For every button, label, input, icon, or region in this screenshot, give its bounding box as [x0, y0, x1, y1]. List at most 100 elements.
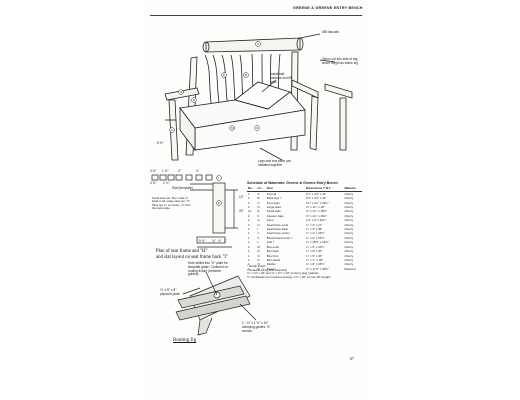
table-cell: Cherry [344, 235, 354, 240]
table-cell: ¾" x 9" x 36" [305, 253, 323, 258]
note-1: * Rough length [247, 264, 266, 268]
schedule-notes: * Rough length † Requires fitting after … [247, 264, 365, 280]
table-cell: Cherry [344, 240, 354, 245]
table-cell: ¾" x 4" x 17" [305, 222, 323, 227]
table-row: 2 P Box cleats ¾" x ¾" x 36" Cherry [247, 258, 362, 262]
table-cell: 1 [248, 231, 250, 236]
table-cell: Cherry [344, 244, 354, 249]
table-cell: ¾" x ¾" x 36" [305, 257, 324, 262]
table-cell: G [257, 218, 260, 223]
table-cell: Cherry [344, 200, 354, 205]
table-cell: 1 [248, 249, 250, 254]
schedule-table: No. Ltr. Item Dimensions T W L Material … [247, 186, 362, 271]
table-cell: Top rail [266, 191, 277, 196]
table-cell: Plywood [344, 266, 356, 271]
jig-callout-hole: Hole drilled into "H" plate for template… [188, 261, 229, 277]
frame-dim-4: 4" [196, 169, 199, 173]
col-ltr: Ltr. [256, 186, 266, 192]
col-no: No. [247, 186, 257, 192]
schedule-header-row: No. Ltr. Item Dimensions T W L Material [247, 186, 362, 192]
table-cell: Cherry [344, 196, 354, 201]
table-cell: ¾" x 9" x 16½" [305, 244, 325, 249]
svg-text:G: G [180, 90, 183, 94]
table-cell: 1⅝" x 3" x 20¾" [305, 218, 327, 223]
table-cell: 2 [248, 257, 250, 262]
table-cell: J [257, 231, 259, 236]
frame-dim-3: 2" [178, 169, 181, 173]
svg-text:B: B [193, 98, 195, 102]
table-cell: Cherry [344, 205, 354, 210]
jig-callout-guides: 2 - ¾" x 1 ½" x 10" clamping guides. ⅝" … [242, 321, 271, 333]
table-cell: ¾" x 15½" x 16⅝" [305, 240, 329, 245]
col-material: Material [343, 186, 362, 192]
svg-text:D: D [245, 73, 248, 77]
table-cell: ⅝" x 1¾" x 19" [305, 205, 325, 210]
table-cell: C [257, 200, 260, 205]
table-cell: Cherry [344, 227, 354, 232]
svg-text:E: E [223, 73, 225, 77]
caption-line-1: Plan of seat frame and "H" [156, 249, 208, 254]
table-cell: 2 [248, 213, 250, 218]
table-cell: E [257, 209, 260, 214]
table-cell: 1½" x 4½" x 41" [305, 191, 327, 196]
frame-dim-2: 1 ½" [162, 169, 169, 173]
page-header: GREENE & GREENE ENTRY BENCH [293, 6, 363, 10]
table-cell: I [257, 227, 259, 232]
routing-jig-title: Routing Jig [173, 338, 197, 343]
table-cell: Small slats [266, 209, 281, 214]
caption-line-2: and slat layout on seat frame back "I" [156, 255, 228, 260]
dim-left: 8 ½" [157, 141, 164, 145]
table-cell: Bottom [266, 266, 276, 271]
svg-text:A: A [257, 42, 259, 46]
table-cell: ½" x 17½" x 36½" [305, 266, 329, 271]
frame-dim-5: 3 ½" [150, 181, 157, 185]
table-cell: Cherry [344, 209, 354, 214]
table-cell: 2½" x 4½" x 43" [305, 196, 327, 201]
table-cell: P [257, 257, 260, 262]
table-cell: Back legs † [266, 196, 282, 201]
book-page [143, 0, 368, 400]
table-cell: Box front [266, 253, 279, 258]
table-cell: 2 [248, 244, 250, 249]
table-cell: ¾" x 2" x 15½" [305, 235, 325, 240]
table-cell: Arms [266, 218, 274, 223]
table-cell: 1 [248, 227, 250, 232]
jig-callout-plate: ¼" x 8" x 8" plywood plate [160, 288, 180, 296]
table-cell: Seat frame ends [266, 222, 288, 227]
table-cell: Cherry [344, 191, 354, 196]
col-item: Item [265, 186, 305, 192]
table-cell: 1 [248, 240, 250, 245]
table-cell: 1 [248, 262, 250, 267]
callout-seat-lid: Install slat bottoms and lift slats [270, 72, 292, 84]
frame-slat-label: Slat (template) [172, 186, 193, 190]
col-dimensions: Dimensions T W L [304, 186, 344, 192]
svg-text:C: C [171, 128, 174, 132]
table-cell: Q [257, 262, 260, 267]
table-cell: N [257, 249, 260, 254]
frame-dim-1: 3 ½" [150, 169, 157, 173]
schedule-of-materials: Schedule of Materials: Greene & Greene E… [247, 181, 362, 271]
table-cell: Box cleats [266, 257, 281, 262]
table-cell: Large slats [266, 205, 281, 210]
table-cell: ¾" x 9" x 15½" [305, 262, 325, 267]
svg-text:O: O [256, 126, 259, 130]
svg-text:I: I [218, 176, 219, 180]
frame-dim-right-1: 10" [239, 195, 244, 199]
table-cell: 1 [248, 235, 250, 240]
header-rule [150, 15, 362, 16]
table-cell: Cherry [344, 257, 354, 262]
table-cell: Cherry [344, 249, 354, 254]
schedule-title: Schedule of Materials: Greene & Greene E… [247, 181, 338, 185]
svg-text:M: M [231, 126, 234, 130]
